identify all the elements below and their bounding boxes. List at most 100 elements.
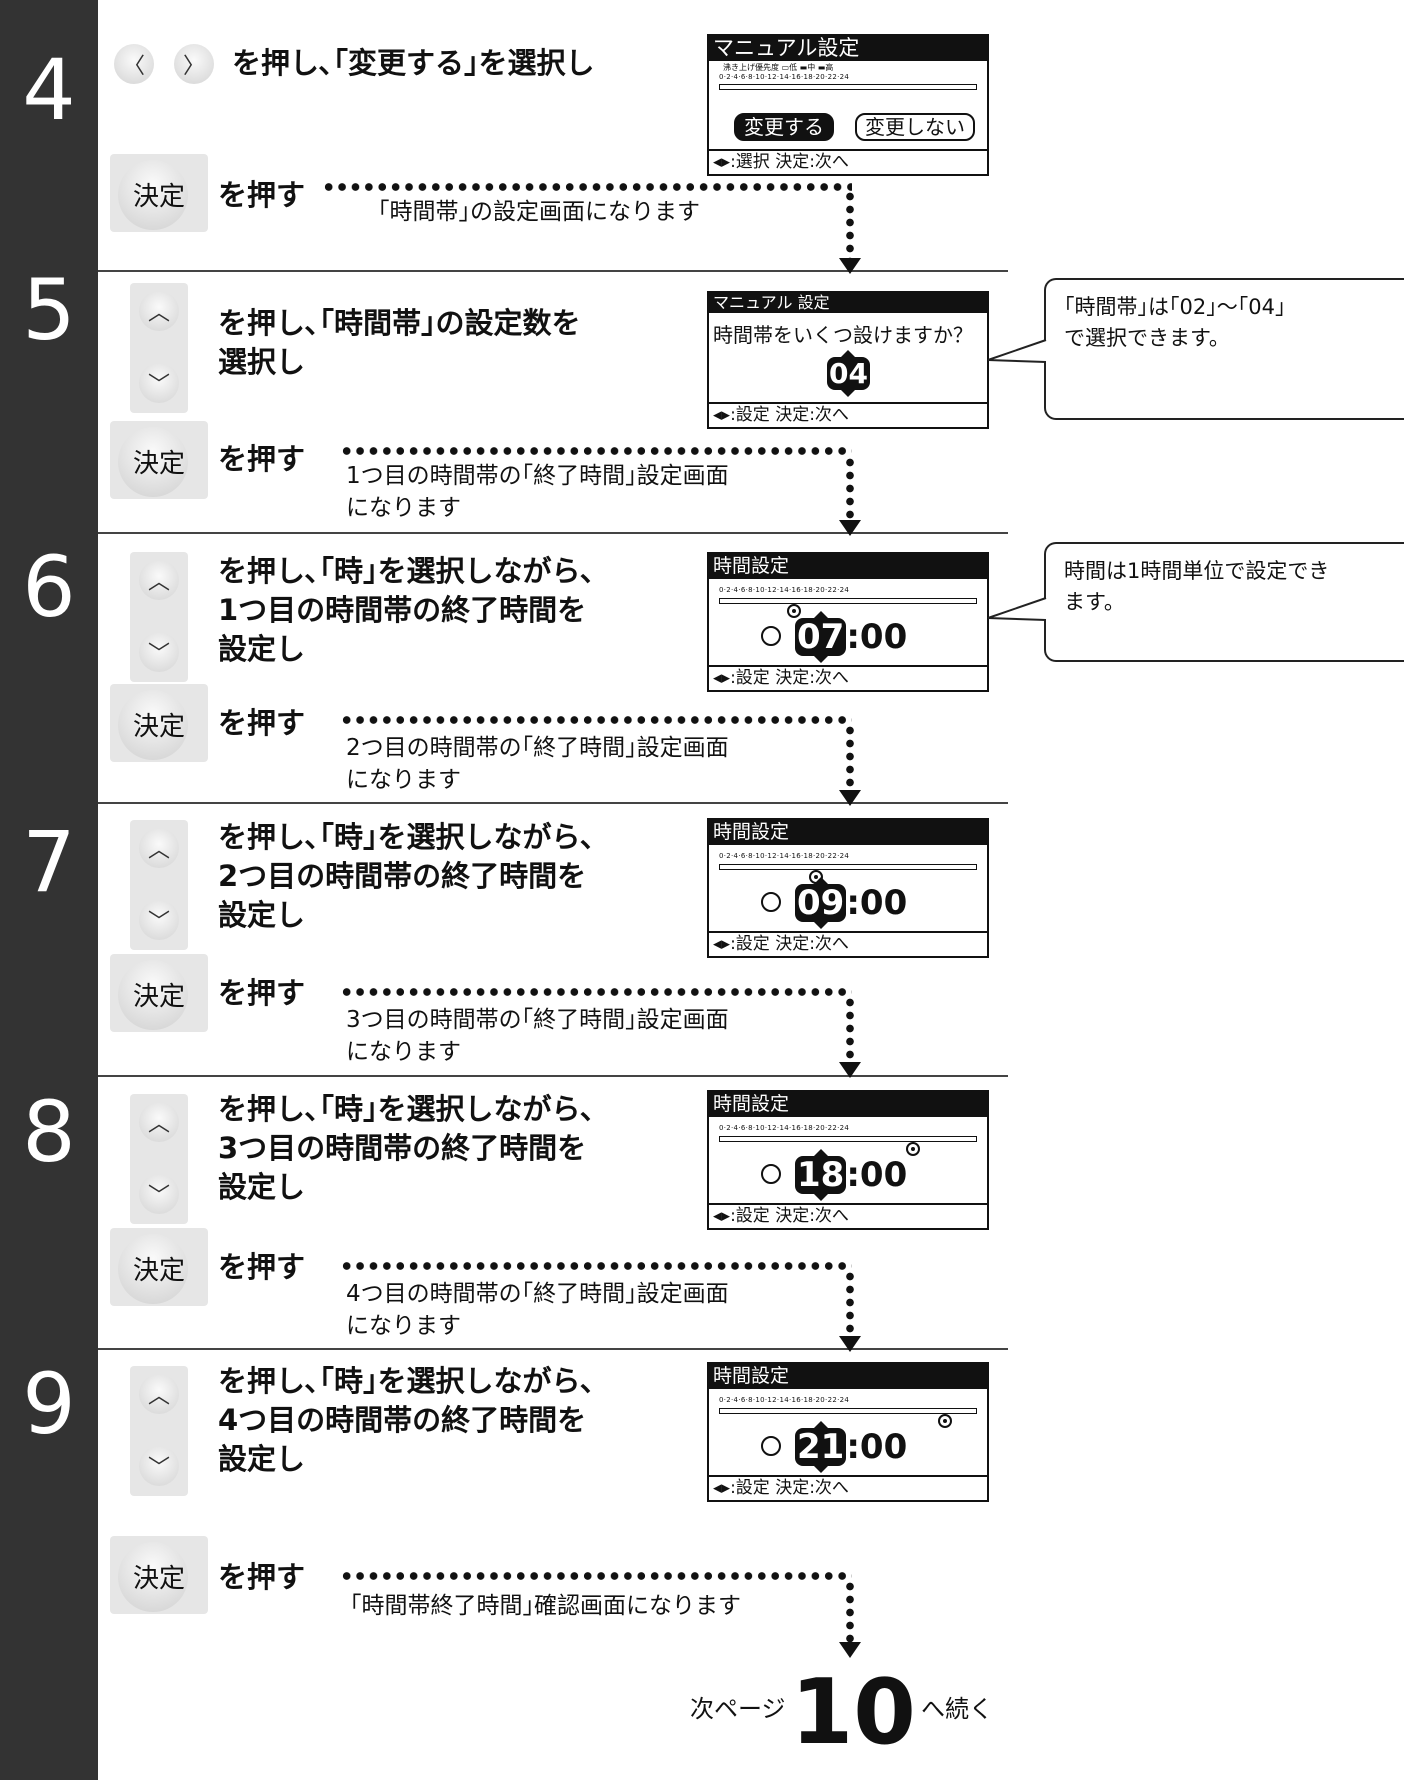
instruction-line: 設定し: [218, 1170, 306, 1204]
step-number-6: 6: [22, 538, 76, 636]
result-line: になります: [346, 1313, 461, 1339]
callout-pointer: [987, 339, 1047, 363]
minute-suffix: :00: [846, 1427, 908, 1467]
kettei-key-label: 決定: [132, 1256, 185, 1286]
result-line: になります: [346, 767, 461, 793]
screen-legend: 沸き上げ優先度 ▭低 ▬中 ▬高: [723, 63, 834, 72]
up-down-key-icon: ︿ ﹀: [130, 1366, 188, 1496]
kettei-key-label: 決定: [132, 712, 185, 742]
flow-arrow-icon: [839, 790, 861, 806]
step-number-column: [0, 0, 98, 1780]
flow-dots: [340, 1262, 852, 1270]
step-4-instruction: を押し､｢変更する｣を選択し: [232, 44, 595, 83]
screen-title: 時間設定: [709, 820, 987, 845]
press-label: を押す: [218, 1250, 306, 1284]
callout-hour-unit: 時間は1時間単位で設定でき ます。: [1044, 542, 1404, 662]
time-marker-icon: [905, 1142, 920, 1156]
step-divider: [98, 1075, 1008, 1077]
callout-pointer: [987, 597, 1047, 621]
screen-title: マニュアル設定: [709, 36, 987, 61]
kettei-key-icon: 決定: [110, 954, 208, 1032]
screen-time-band-count: マニュアル 設定 時間帯をいくつ設けますか？ 04 ◂▸:設定 決定:次へ: [707, 291, 989, 429]
step-7-instruction: を押し､｢時｣を選択しながら､ 2つ目の時間帯の終了時間を 設定し: [218, 818, 595, 935]
flow-arrow-icon: [839, 520, 861, 536]
callout-line: ｢時間帯｣は｢02｣～｢04｣: [1064, 295, 1286, 319]
press-label: を押す: [218, 178, 306, 212]
screen-title: 時間設定: [709, 1364, 987, 1389]
continue-prefix: 次ページ: [690, 1695, 786, 1723]
continue-suffix: へ続く: [920, 1695, 993, 1723]
instruction-line: 2つ目の時間帯の終了時間を: [218, 859, 587, 893]
step-divider: [98, 1348, 1008, 1350]
callout-line: ます。: [1064, 590, 1125, 614]
down-arrow-key-icon: ﹀: [139, 1174, 179, 1214]
instruction-line: 3つ目の時間帯の終了時間を: [218, 1131, 587, 1165]
instruction-line: 選択し: [218, 345, 306, 379]
flow-dots: [846, 724, 854, 792]
time-marker-icon: [787, 604, 802, 618]
up-arrow-key-icon: ︿: [139, 291, 179, 331]
instruction-line: 4つ目の時間帯の終了時間を: [218, 1403, 587, 1437]
flow-dots: [846, 1270, 854, 1338]
step-4-result: ｢時間帯｣の設定画面になります: [378, 199, 700, 225]
continue-next-page: 次ページ 10 へ続く: [690, 1668, 993, 1758]
instruction-line: を押し､｢時｣を選択しながら､: [218, 1364, 596, 1398]
screen-scale: 0·2·4·6·8·10·12·14·16·18·20·22·24: [719, 587, 850, 594]
step-6-instruction: を押し､｢時｣を選択しながら､ 1つ目の時間帯の終了時間を 設定し: [218, 552, 595, 669]
hour-value: 21: [795, 1421, 847, 1473]
step-6-result: 2つ目の時間帯の｢終了時間｣設定画面 になります: [346, 732, 729, 796]
screen-title: 時間設定: [709, 554, 987, 579]
up-arrow-key-icon: ︿: [139, 1102, 179, 1142]
press-label: を押す: [218, 442, 306, 476]
screen-footer: ◂▸:設定 決定:次へ: [709, 1475, 987, 1500]
instruction-line: 設定し: [218, 632, 306, 666]
step-divider: [98, 532, 1008, 534]
screen-footer: ◂▸:設定 決定:次へ: [709, 931, 987, 956]
instruction-line: を押し､｢変更する｣を選択し: [232, 46, 595, 80]
kettei-key-icon: 決定: [110, 684, 208, 762]
result-line: になります: [346, 495, 461, 521]
kettei-key-icon: 決定: [110, 421, 208, 499]
clock-icon: [761, 892, 781, 912]
minute-suffix: :00: [846, 883, 908, 923]
down-arrow-key-icon: ﹀: [139, 632, 179, 672]
minute-suffix: :00: [846, 617, 908, 657]
timeline-bar: [719, 1136, 977, 1142]
kettei-key-icon: 決定: [110, 154, 208, 232]
step-number-5: 5: [22, 261, 76, 359]
timeline-bar: [719, 598, 977, 604]
screen-footer: ◂▸:選択 決定:次へ: [709, 149, 987, 174]
clock-icon: [761, 1164, 781, 1184]
result-line: になります: [346, 1039, 461, 1065]
screen-manual-setting-change: マニュアル設定 沸き上げ優先度 ▭低 ▬中 ▬高 0·2·4·6·8·10·12…: [707, 34, 989, 176]
screen-scale: 0·2·4·6·8·10·12·14·16·18·20·22·24: [719, 1125, 850, 1132]
step-9-result: ｢時間帯終了時間｣確認画面になります: [350, 1593, 741, 1619]
result-line: 4つ目の時間帯の｢終了時間｣設定画面: [346, 1281, 729, 1307]
screen-time-setting-2: 時間設定 0·2·4·6·8·10·12·14·16·18·20·22·24 0…: [707, 818, 989, 958]
down-arrow-key-icon: ﹀: [139, 1446, 179, 1486]
down-arrow-key-icon: ﹀: [139, 363, 179, 403]
screen-footer: ◂▸:設定 決定:次へ: [709, 1203, 987, 1228]
step-number-9: 9: [22, 1355, 76, 1453]
screen-footer: ◂▸:設定 決定:次へ: [709, 402, 987, 427]
instruction-line: を押し､｢時間帯｣の設定数を: [218, 306, 581, 340]
screen-scale: 0·2·4·6·8·10·12·14·16·18·20·22·24: [719, 853, 850, 860]
up-down-key-icon: ︿ ﹀: [130, 552, 188, 682]
down-arrow-key-icon: ﹀: [139, 900, 179, 940]
instruction-line: 1つ目の時間帯の終了時間を: [218, 593, 587, 627]
step-7-result: 3つ目の時間帯の｢終了時間｣設定画面 になります: [346, 1004, 729, 1068]
up-down-key-icon: ︿ ﹀: [130, 1094, 188, 1224]
flow-arrow-icon: [839, 1062, 861, 1078]
step-5-result: 1つ目の時間帯の｢終了時間｣設定画面 になります: [346, 460, 729, 524]
time-marker-icon: [937, 1414, 952, 1428]
result-line: 1つ目の時間帯の｢終了時間｣設定画面: [346, 463, 729, 489]
kettei-key-label: 決定: [132, 1564, 185, 1594]
step-9-instruction: を押し､｢時｣を選択しながら､ 4つ目の時間帯の終了時間を 設定し: [218, 1362, 595, 1479]
screen-footer: ◂▸:設定 決定:次へ: [709, 665, 987, 690]
step-5-instruction: を押し､｢時間帯｣の設定数を 選択し: [218, 304, 581, 382]
step-divider: [98, 270, 1008, 272]
instruction-line: 設定し: [218, 1442, 306, 1476]
flow-arrow-icon: [839, 1642, 861, 1658]
press-label: を押す: [218, 976, 306, 1010]
callout-time-band-range: ｢時間帯｣は｢02｣～｢04｣ で選択できます。: [1044, 278, 1404, 420]
